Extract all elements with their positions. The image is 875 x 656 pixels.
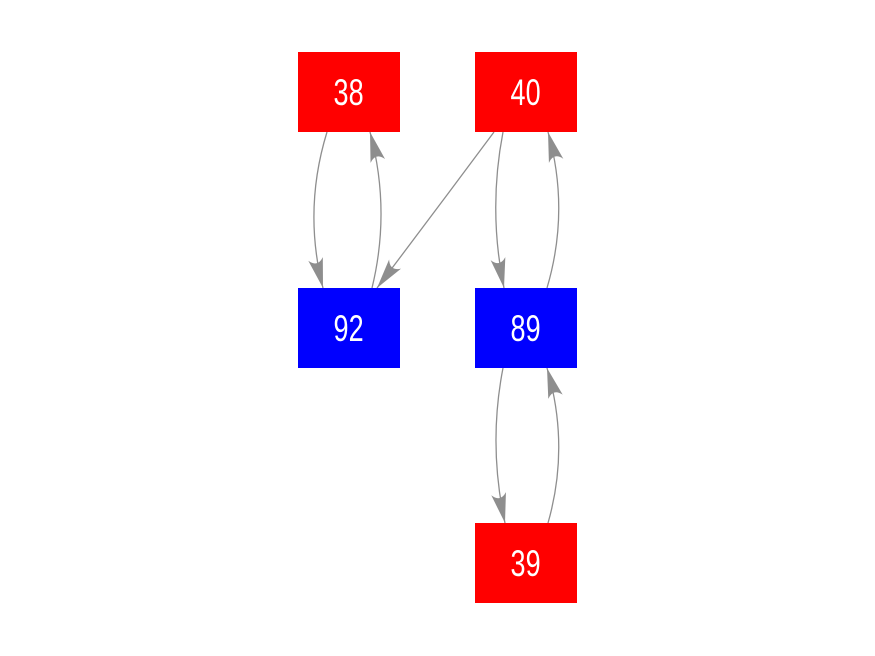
node-label: 39 — [510, 542, 542, 584]
edge-arrowhead-89-39 — [491, 492, 506, 523]
graph-node-89[interactable]: 89 — [475, 288, 577, 368]
graph-node-38[interactable]: 38 — [298, 52, 400, 132]
edge-line-40-92 — [376, 131, 495, 289]
node-label: 40 — [510, 71, 542, 113]
edge-arrowhead-40-92 — [377, 259, 402, 288]
edge-arrowhead-39-89 — [547, 368, 563, 399]
edge-arrowhead-40-89 — [490, 257, 506, 288]
graph-node-92[interactable]: 92 — [298, 288, 400, 368]
edge-arrowhead-38-92 — [308, 257, 323, 288]
node-label: 92 — [333, 307, 365, 349]
graph-node-39[interactable]: 39 — [475, 523, 577, 603]
edge-arrowhead-92-38 — [370, 132, 386, 163]
node-label: 38 — [333, 71, 365, 113]
graph-node-40[interactable]: 40 — [475, 52, 577, 132]
node-label: 89 — [510, 307, 542, 349]
edge-arrowhead-89-40 — [548, 132, 564, 163]
